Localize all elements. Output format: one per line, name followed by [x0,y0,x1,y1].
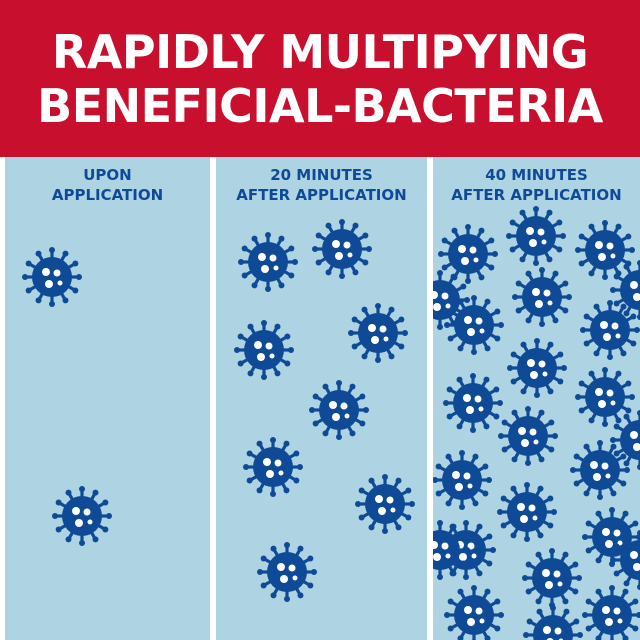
panel-label-line-2: AFTER APPLICATION [236,186,407,204]
bacteria-icon [512,267,572,327]
bacteria-icon [506,206,566,266]
bacteria-icon [433,270,470,330]
bacteria-icon [234,320,294,380]
bacteria-icon [497,482,557,542]
bacteria-group [22,247,112,546]
panel-label: 20 MINUTES AFTER APPLICATION [216,165,427,205]
bacteria-group [433,206,640,640]
bacteria-icon [523,605,583,640]
panel-label-line-1: 20 MINUTES [270,166,373,184]
bacteria-icon [575,220,635,280]
bacteria-icon [582,585,640,640]
bacteria-icon [610,530,640,590]
bacteria-icon [580,300,640,360]
bacteria-icon [575,367,635,427]
title-line-1: RAPIDLY MULTIPYING [51,24,589,79]
bacteria-icon [507,338,567,398]
bacteria-icon [257,542,317,602]
title-banner: RAPIDLY MULTIPYING BENEFICIAL-BACTERIA [0,0,640,157]
bacteria-icon [444,585,504,640]
bacteria-icon [570,440,630,500]
bacteria-icon [522,548,582,608]
panel-label: 40 MINUTES AFTER APPLICATION [433,165,640,205]
bacteria-group [234,219,415,602]
bacteria-icon [498,406,558,466]
panel-40-minutes: 40 MINUTES AFTER APPLICATION [433,157,640,640]
bacteria-icon [22,247,82,307]
bacteria-icon [433,450,492,510]
panel-label: UPON APPLICATION [5,165,210,205]
bacteria-icon [433,520,470,580]
bacteria-icon [348,303,408,363]
panel-upon-application: UPON APPLICATION [5,157,210,640]
panel-label-line-1: 40 MINUTES [485,166,588,184]
bacteria-icon [238,232,298,292]
panel-label-line-2: APPLICATION [51,186,164,204]
panel-label-line-1: UPON [83,166,132,184]
bacteria-icon [52,486,112,546]
bacteria-icon [610,260,640,320]
panel-label-line-2: AFTER APPLICATION [451,186,622,204]
title-line-2: BENEFICIAL-BACTERIA [37,78,603,133]
bacteria-icon [610,410,640,470]
bacteria-icon [243,437,303,497]
panel-20-minutes: 20 MINUTES AFTER APPLICATION [216,157,427,640]
bacteria-icon [312,219,372,279]
bacteria-icon [438,224,498,284]
bacteria-icon [355,474,415,534]
bacteria-icon [309,380,369,440]
bacteria-icon [443,373,503,433]
